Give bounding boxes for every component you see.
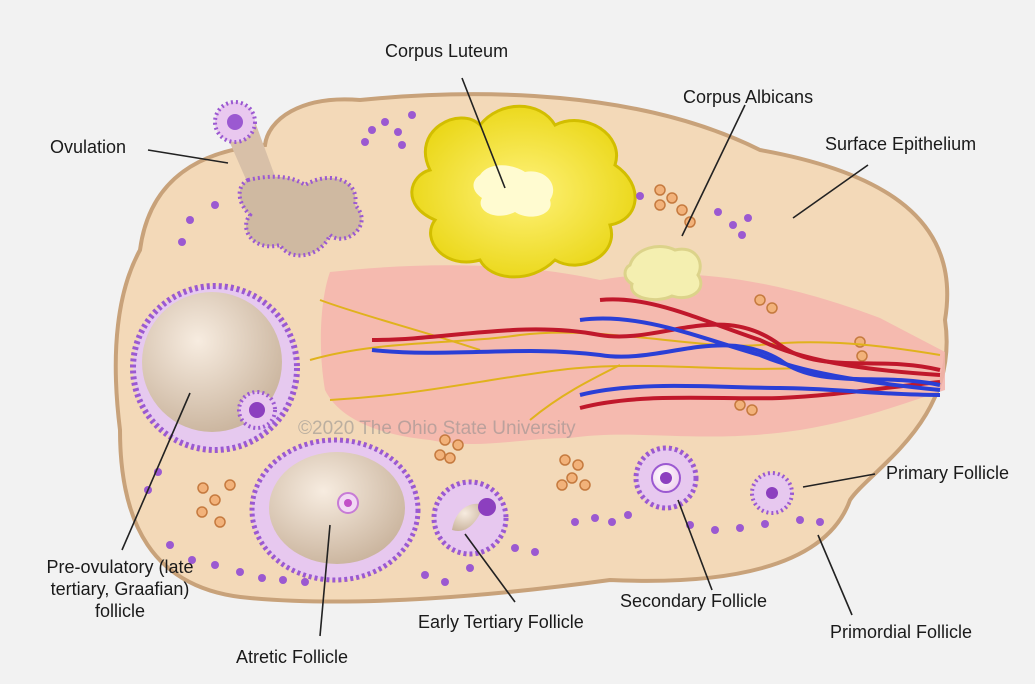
corpus-albicans-body (625, 246, 701, 299)
label-atretic-follicle: Atretic Follicle (236, 646, 348, 668)
secondary-follicle-body (636, 448, 696, 508)
label-surface-epithelium: Surface Epithelium (825, 133, 976, 155)
primary-follicle-body (752, 473, 792, 513)
early-tertiary-follicle-body (434, 482, 506, 554)
label-primary-follicle: Primary Follicle (886, 462, 1009, 484)
label-secondary-follicle: Secondary Follicle (620, 590, 767, 612)
label-early-tertiary-follicle: Early Tertiary Follicle (418, 611, 584, 633)
corpus-luteum-body (412, 106, 635, 277)
watermark: ©2020 The Ohio State University (298, 418, 576, 440)
label-ovulation: Ovulation (50, 136, 126, 158)
label-primordial-follicle: Primordial Follicle (830, 621, 972, 643)
atretic-follicle-body (252, 440, 418, 580)
label-preovulatory-follicle: Pre-ovulatory (late tertiary, Graafian) … (25, 556, 215, 622)
preovulatory-follicle-body (133, 286, 297, 450)
label-corpus-albicans: Corpus Albicans (683, 86, 813, 108)
label-corpus-luteum: Corpus Luteum (385, 40, 508, 62)
